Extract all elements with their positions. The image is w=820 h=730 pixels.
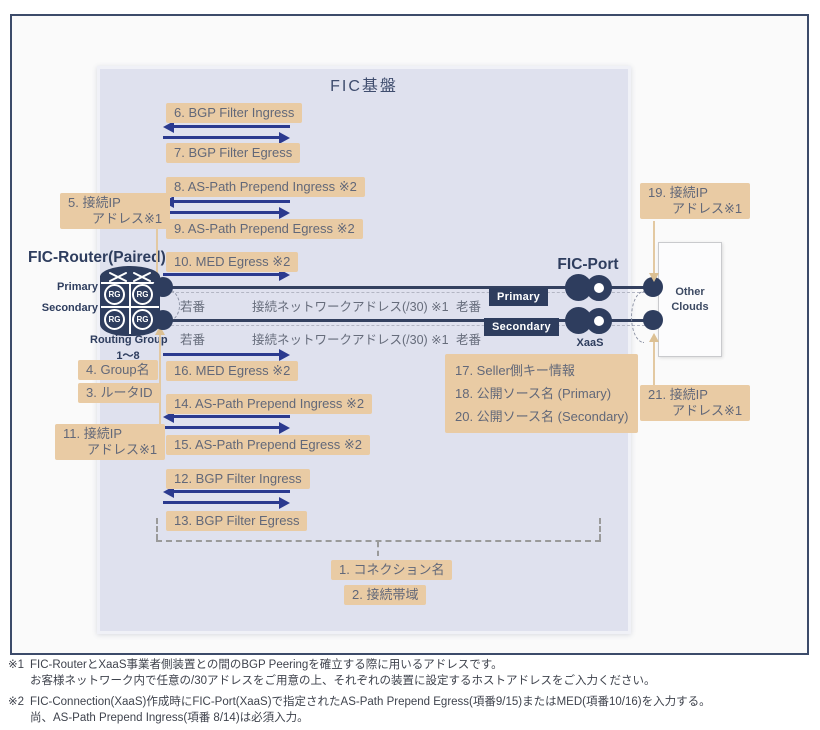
arrow-aspath-egress-icon [163,211,280,214]
leader-item5 [156,211,158,281]
label-item21-line2: アドレス※1 [672,403,743,418]
label-item12: 12. BGP Filter Ingress [166,469,310,489]
label-item19-line1: 19. 接続IP [648,185,708,200]
secondary-dashed-line [166,325,650,326]
label-item20: 20. 公開ソース名 (Secondary) [455,409,629,424]
label-item5-line1: 5. 接続IP [68,195,121,210]
port-secondary-ring-icon [586,308,612,334]
label-item14: 14. AS-Path Prepend Ingress ※2 [166,394,373,414]
label-item2: 2. 接続帯域 [344,585,427,605]
primary-connection-line [160,286,653,289]
secondary-far-end-label: 老番 [456,333,482,347]
label-item11-line1: 11. 接続IP [63,426,123,441]
leader-item19 [653,221,655,275]
footnote-2: ※2 FIC-Connection(XaaS)作成時にFIC-Port(XaaS… [8,695,711,726]
arrow-bgp-filter-ingress-2-icon [173,490,290,493]
label-item16: 16. MED Egress ※2 [166,361,299,381]
label-item11-line2: アドレス※1 [87,442,158,457]
router-divider [129,284,131,334]
footnote-1-marker: ※1 [8,659,25,671]
router-divider [101,282,159,284]
label-item6: 6. BGP Filter Ingress [166,103,303,123]
primary-near-end-label: 若番 [180,300,206,314]
primary-address-label: 接続ネットワークアドレス(/30) ※1 [252,300,449,314]
footnote-1-text: FIC-RouterとXaaS事業者側装置との間のBGP Peeringを確立す… [30,658,655,689]
bracket-right [599,518,601,540]
router-secondary-label: Secondary [41,302,98,314]
arrow-aspath-ingress-2-icon [173,415,290,418]
label-item11: 11. 接続IP アドレス※1 [55,424,166,460]
arrow-bgp-filter-egress-2-icon [163,501,280,504]
label-item5-line2: アドレス※1 [92,211,163,226]
leader-item11-arrow-icon [155,326,165,335]
leader-item21-arrow-icon [649,333,659,342]
label-item5: 5. 接続IP アドレス※1 [60,193,171,229]
arrow-aspath-ingress-icon [173,200,290,203]
label-item17: 17. Seller側キー情報 [455,363,575,378]
primary-dashed-line [166,292,650,293]
label-item18: 18. 公開ソース名 (Primary) [455,386,612,401]
leader-item21 [653,340,655,386]
bracket-left [156,518,158,540]
secondary-connection-line [160,319,653,322]
secondary-address-label: 接続ネットワークアドレス(/30) ※1 [252,333,449,347]
router-secondary-port-dot [153,310,173,330]
other-clouds-line2: Clouds [671,300,709,313]
routing-group-icon: RG [104,309,125,330]
label-item3: 3. ルータID [78,383,161,403]
leader-item19-arrow-icon [649,273,659,282]
other-clouds-box: Other Clouds [658,242,722,357]
router-primary-label: Primary [57,281,98,293]
routing-group-icon: RG [132,309,153,330]
label-item21-line1: 21. 接続IP [648,387,708,402]
router-primary-port-dot [153,277,173,297]
platform-title: FIC基盤 [330,78,398,95]
label-item8: 8. AS-Path Prepend Ingress ※2 [166,177,365,197]
port-title: FIC-Port [557,256,619,273]
xaas-label: XaaS [576,337,604,349]
other-clouds-line1: Other [675,285,705,298]
footnote-2-marker: ※2 [8,696,25,708]
footnote-1-line1: FIC-RouterとXaaS事業者側装置との間のBGP Peeringを確立す… [30,659,503,671]
primary-far-end-label: 老番 [456,300,482,314]
footnote-2-line1: FIC-Connection(XaaS)作成時にFIC-Port(XaaS)で指… [30,696,711,708]
secondary-badge: Secondary [484,318,559,336]
arrow-med-egress-icon [163,273,280,276]
footnote-2-line2: 尚、AS-Path Prepend Ingress(項番 8/14)は必須入力。 [30,711,309,724]
routing-group-label: Routing Group [90,334,168,346]
arrow-med-egress-2-icon [163,353,280,356]
label-item13: 13. BGP Filter Egress [166,511,308,531]
footnote-1: ※1 FIC-RouterとXaaS事業者側装置との間のBGP Peeringを… [8,658,655,689]
routing-group-range: 1〜8 [116,350,140,362]
label-item19-line2: アドレス※1 [672,201,743,216]
label-item1: 1. コネクション名 [331,560,453,580]
footnote-1-line2: お客様ネットワーク内で任意の/30アドレスをご用意の上、それぞれの装置に設定する… [30,674,656,687]
bracket-center-tick [377,542,379,556]
footnote-2-text: FIC-Connection(XaaS)作成時にFIC-Port(XaaS)で指… [30,695,711,726]
router-title: FIC-Router(Paired) [28,249,166,266]
label-item7: 7. BGP Filter Egress [166,143,301,163]
label-item10: 10. MED Egress ※2 [166,252,299,272]
label-item21: 21. 接続IP アドレス※1 [640,385,751,421]
cloud-primary-dot [643,277,663,297]
routing-group-icon: RG [104,284,125,305]
label-seller-info: 17. Seller側キー情報 18. 公開ソース名 (Primary) 20.… [445,354,639,433]
bracket-bottom [156,540,601,542]
cloud-secondary-dot [643,310,663,330]
routing-group-icon: RG [132,284,153,305]
label-item19: 19. 接続IP アドレス※1 [640,183,751,219]
label-item4: 4. Group名 [78,360,158,380]
arrow-aspath-egress-2-icon [163,426,280,429]
primary-badge: Primary [489,288,549,306]
router-cross-arrows-icon [109,272,151,282]
arrow-bgp-filter-egress-icon [163,136,280,139]
arrow-bgp-filter-ingress-icon [173,125,290,128]
label-item9: 9. AS-Path Prepend Egress ※2 [166,219,363,239]
port-primary-ring-icon [586,275,612,301]
label-item15: 15. AS-Path Prepend Egress ※2 [166,435,370,455]
secondary-near-end-label: 若番 [180,333,206,347]
